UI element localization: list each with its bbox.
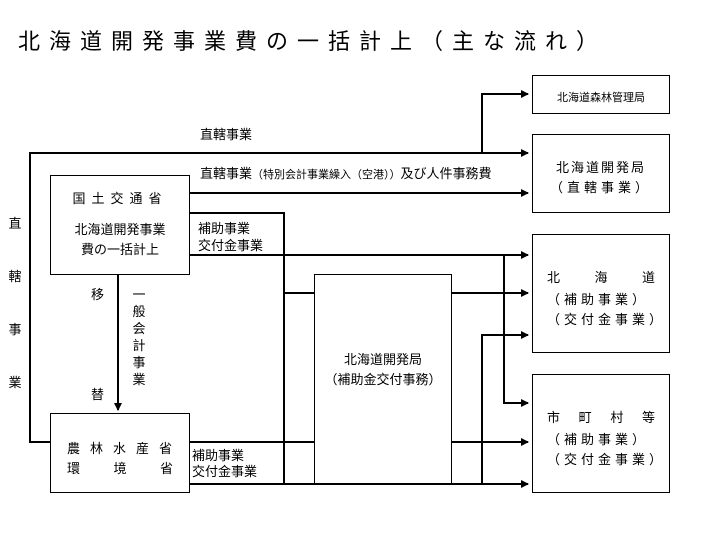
box-hdb-direct: 北海道開発局 （直轄事業） (532, 134, 670, 213)
env-label: 環境省 (67, 458, 173, 477)
hdb-direct-label-1: 北海道開発局 (555, 161, 646, 176)
arrow-hokkaido-branch-to-municipal (503, 255, 529, 407)
box-hokkaido: 北 海 道 （補助事業） （交付金事業） (532, 234, 670, 353)
label-direct-top: 直轄事業 (200, 128, 253, 143)
left-vertical-3: 事 (8, 323, 22, 338)
municipal-char-3: 村 (610, 411, 624, 426)
municipal-label-3: （交付金事業） (547, 453, 667, 468)
label-subsidy-maff-1: 補助事業 (192, 449, 245, 464)
general-account-5: 事 (132, 356, 146, 371)
arrow-to-forest (481, 90, 529, 153)
box-municipal: 市 町 村 等 （補助事業） （交付金事業） (532, 374, 670, 493)
hdb-direct-label-2: （直轄事業） (549, 181, 652, 196)
left-vertical-1: 直 (8, 217, 22, 232)
left-vertical-4: 業 (8, 376, 22, 391)
label-left-vertical: 直 轄 事 業 (7, 218, 23, 390)
label-transfer-b: 替 (91, 388, 105, 403)
box-mlit: 国土交通省 北海道開発事業 費の一括計上 (50, 175, 190, 275)
municipal-char-1: 市 (547, 411, 561, 426)
hdb-center-label-1: 北海道開発局 (343, 353, 422, 368)
hokkaido-label-2: （補助事業） (547, 293, 650, 308)
label-subsidy-mlit-2: 交付金事業 (198, 239, 264, 254)
label-direct-middle-b: （特別会計事業繰入（空港）） (252, 168, 401, 181)
forest-label: 北海道森林管理局 (557, 91, 645, 104)
hokkaido-label-3: （交付金事業） (547, 313, 667, 328)
hokkaido-char-2: 海 (594, 271, 608, 286)
page-title: 北海道開発事業費の一括計上（主な流れ） (18, 30, 608, 55)
label-direct-middle-a: 直轄事業 (200, 167, 253, 182)
box-forest-office: 北海道森林管理局 (532, 75, 670, 114)
box-hdb-center: 北海道開発局 （補助金交付事務） (314, 274, 452, 484)
env-char-2: 境 (113, 462, 127, 477)
hdb-center-label-2: （補助金交付事務） (324, 373, 442, 388)
direct-left-connector (29, 152, 482, 443)
label-general-account: 一 般 会 計 事 業 (131, 289, 147, 387)
general-account-2: 般 (132, 305, 146, 320)
hokkaido-char-1: 北 (547, 271, 561, 286)
label-direct-middle-c: 及び人件事務費 (400, 167, 492, 182)
label-subsidy-maff-2: 交付金事業 (192, 465, 258, 480)
general-account-4: 計 (132, 339, 146, 354)
municipal-char-4: 等 (641, 411, 655, 426)
env-char-1: 環 (67, 462, 81, 477)
label-subsidy-mlit-1: 補助事業 (198, 222, 251, 237)
hokkaido-char-3: 道 (641, 271, 655, 286)
municipal-label-2: （補助事業） (547, 433, 650, 448)
municipal-char-2: 町 (578, 411, 592, 426)
general-account-6: 業 (132, 373, 146, 388)
box-maff-env: 農林水産省 環 境 省 (50, 413, 190, 493)
env-char-3: 省 (159, 462, 173, 477)
mlit-label: 国土交通省 (72, 192, 168, 207)
mlit-inner-label-1: 北海道開発事業 (74, 223, 166, 238)
line-right-vertical (481, 331, 529, 484)
label-direct-middle: 直轄事業（特別会計事業繰入（空港））及び人件事務費 (200, 168, 492, 181)
hokkaido-label-1: 北海道 (547, 267, 655, 286)
maff-label: 農林水産省 (67, 442, 183, 457)
general-account-3: 会 (132, 322, 146, 337)
left-vertical-2: 轄 (8, 270, 22, 285)
mlit-inner-label-2: 費の一括計上 (80, 243, 159, 258)
general-account-1: 一 (132, 288, 146, 303)
municipal-label-1: 市町村等 (547, 407, 655, 426)
label-transfer-a: 移 (91, 288, 105, 303)
